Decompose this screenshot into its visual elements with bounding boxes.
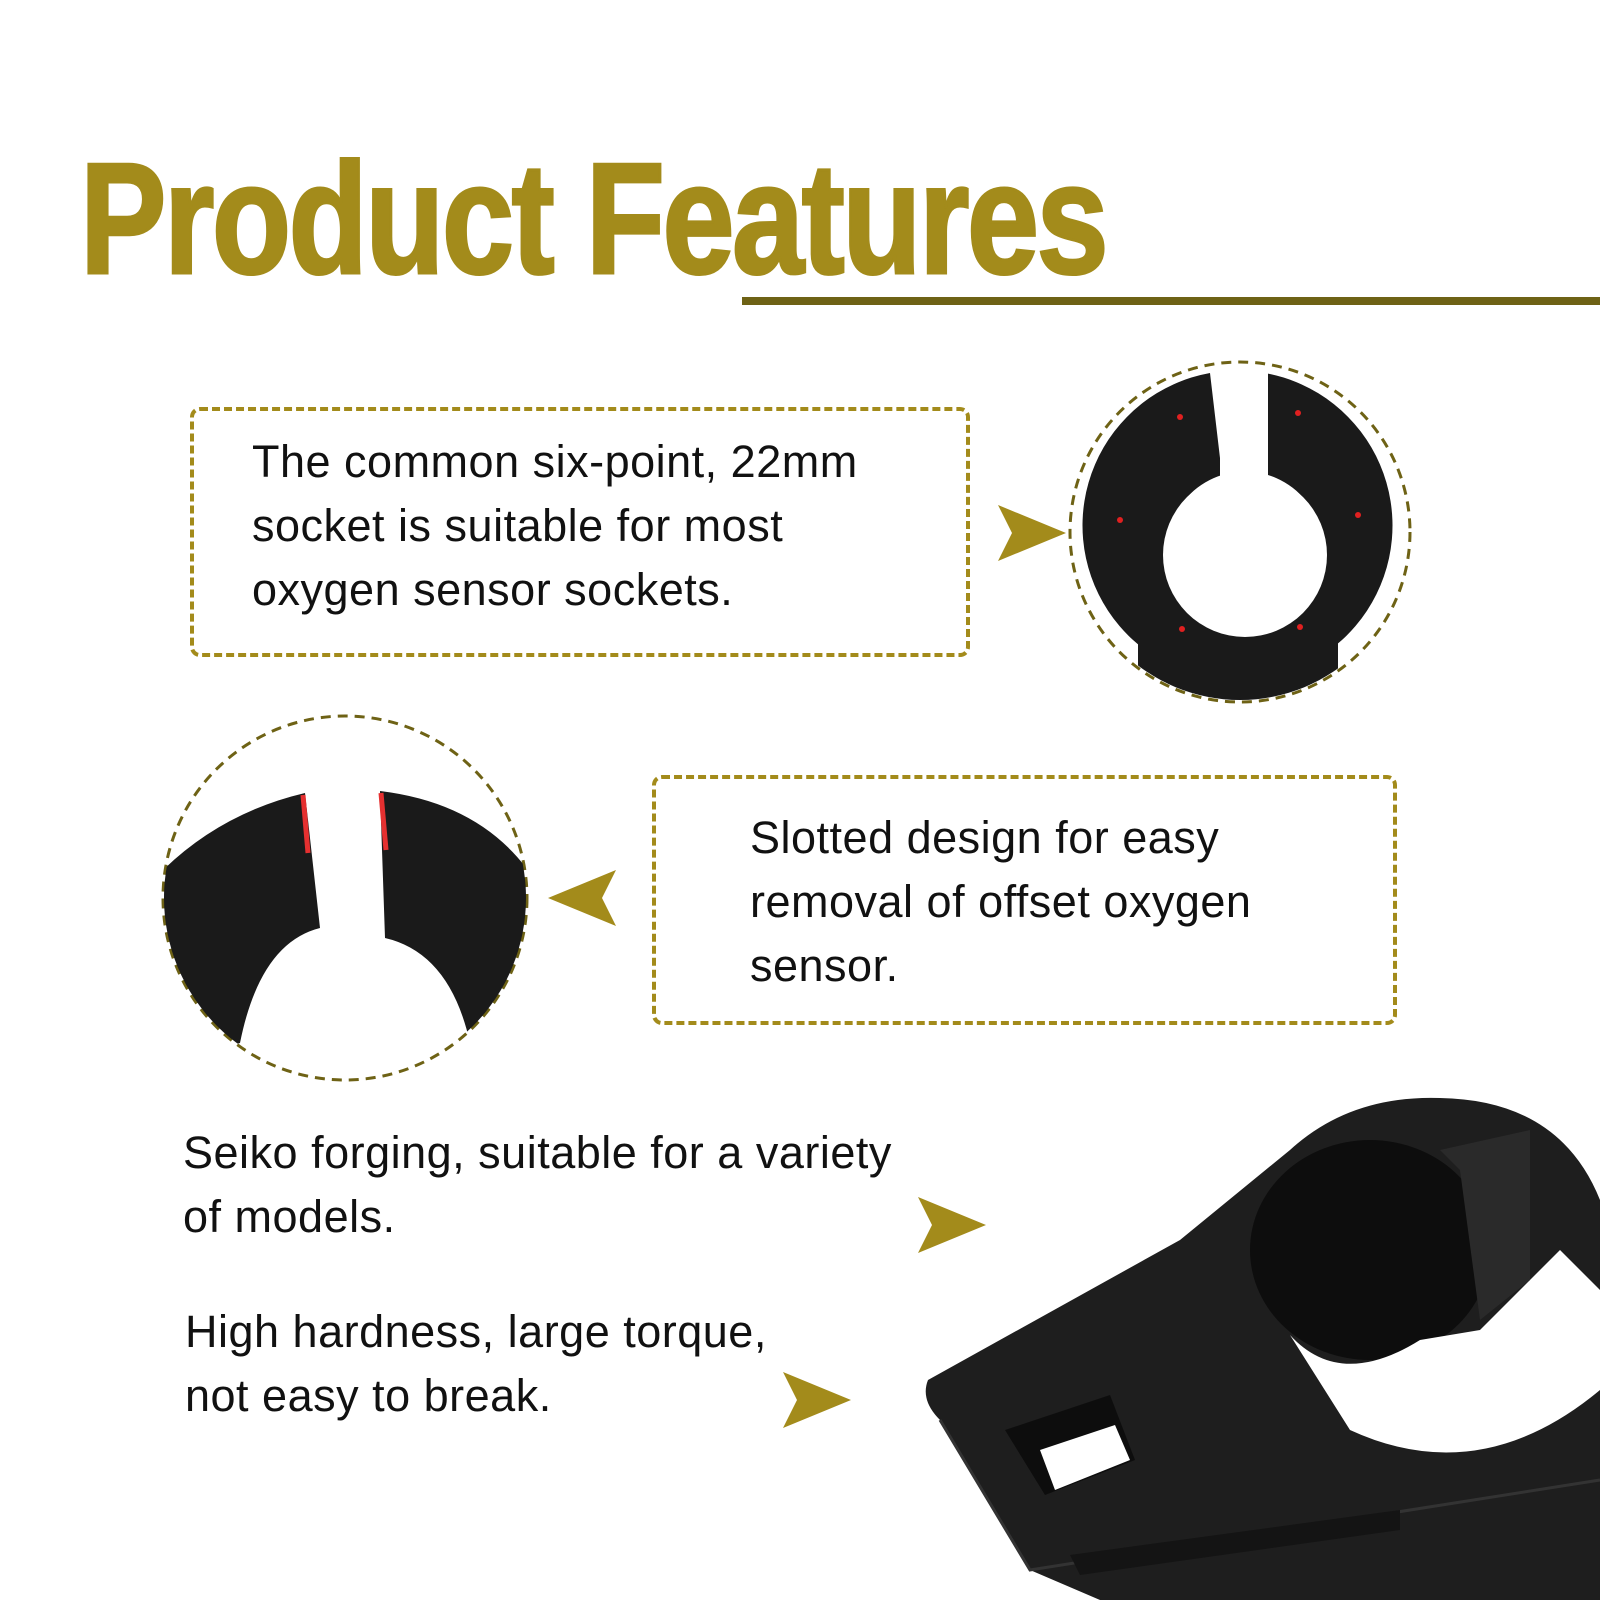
feature-text-4: High hardness, large torque, not easy to… bbox=[185, 1300, 767, 1428]
feature-4-line: not easy to break. bbox=[185, 1370, 552, 1421]
feature-box-1 bbox=[190, 407, 970, 657]
feature-2-line: removal of offset oxygen bbox=[750, 876, 1252, 927]
title-underline bbox=[742, 297, 1600, 305]
arrow-right-icon bbox=[918, 1197, 986, 1253]
page-title: Product Features bbox=[79, 131, 1110, 307]
sensor-socket-tool-image bbox=[925, 1097, 1600, 1600]
feature-1-line: oxygen sensor sockets. bbox=[252, 564, 734, 615]
slot-closeup-image bbox=[161, 714, 529, 1082]
feature-text-2: Slotted design for easy removal of offse… bbox=[750, 806, 1251, 998]
arrow-left-icon bbox=[548, 870, 616, 926]
feature-box-2 bbox=[652, 775, 1397, 1025]
socket-top-view-image bbox=[1068, 360, 1412, 704]
feature-3-line: of models. bbox=[183, 1191, 396, 1242]
feature-3-line: Seiko forging, suitable for a variety bbox=[183, 1127, 892, 1178]
feature-2-line: Slotted design for easy bbox=[750, 812, 1220, 863]
feature-text-3: Seiko forging, suitable for a variety of… bbox=[183, 1121, 892, 1249]
feature-text-1: The common six-point, 22mm socket is sui… bbox=[252, 430, 858, 622]
arrow-right-icon bbox=[783, 1372, 851, 1428]
feature-1-line: The common six-point, 22mm bbox=[252, 436, 858, 487]
feature-4-line: High hardness, large torque, bbox=[185, 1306, 767, 1357]
feature-2-line: sensor. bbox=[750, 940, 899, 991]
arrow-right-icon bbox=[998, 505, 1066, 561]
feature-1-line: socket is suitable for most bbox=[252, 500, 784, 551]
